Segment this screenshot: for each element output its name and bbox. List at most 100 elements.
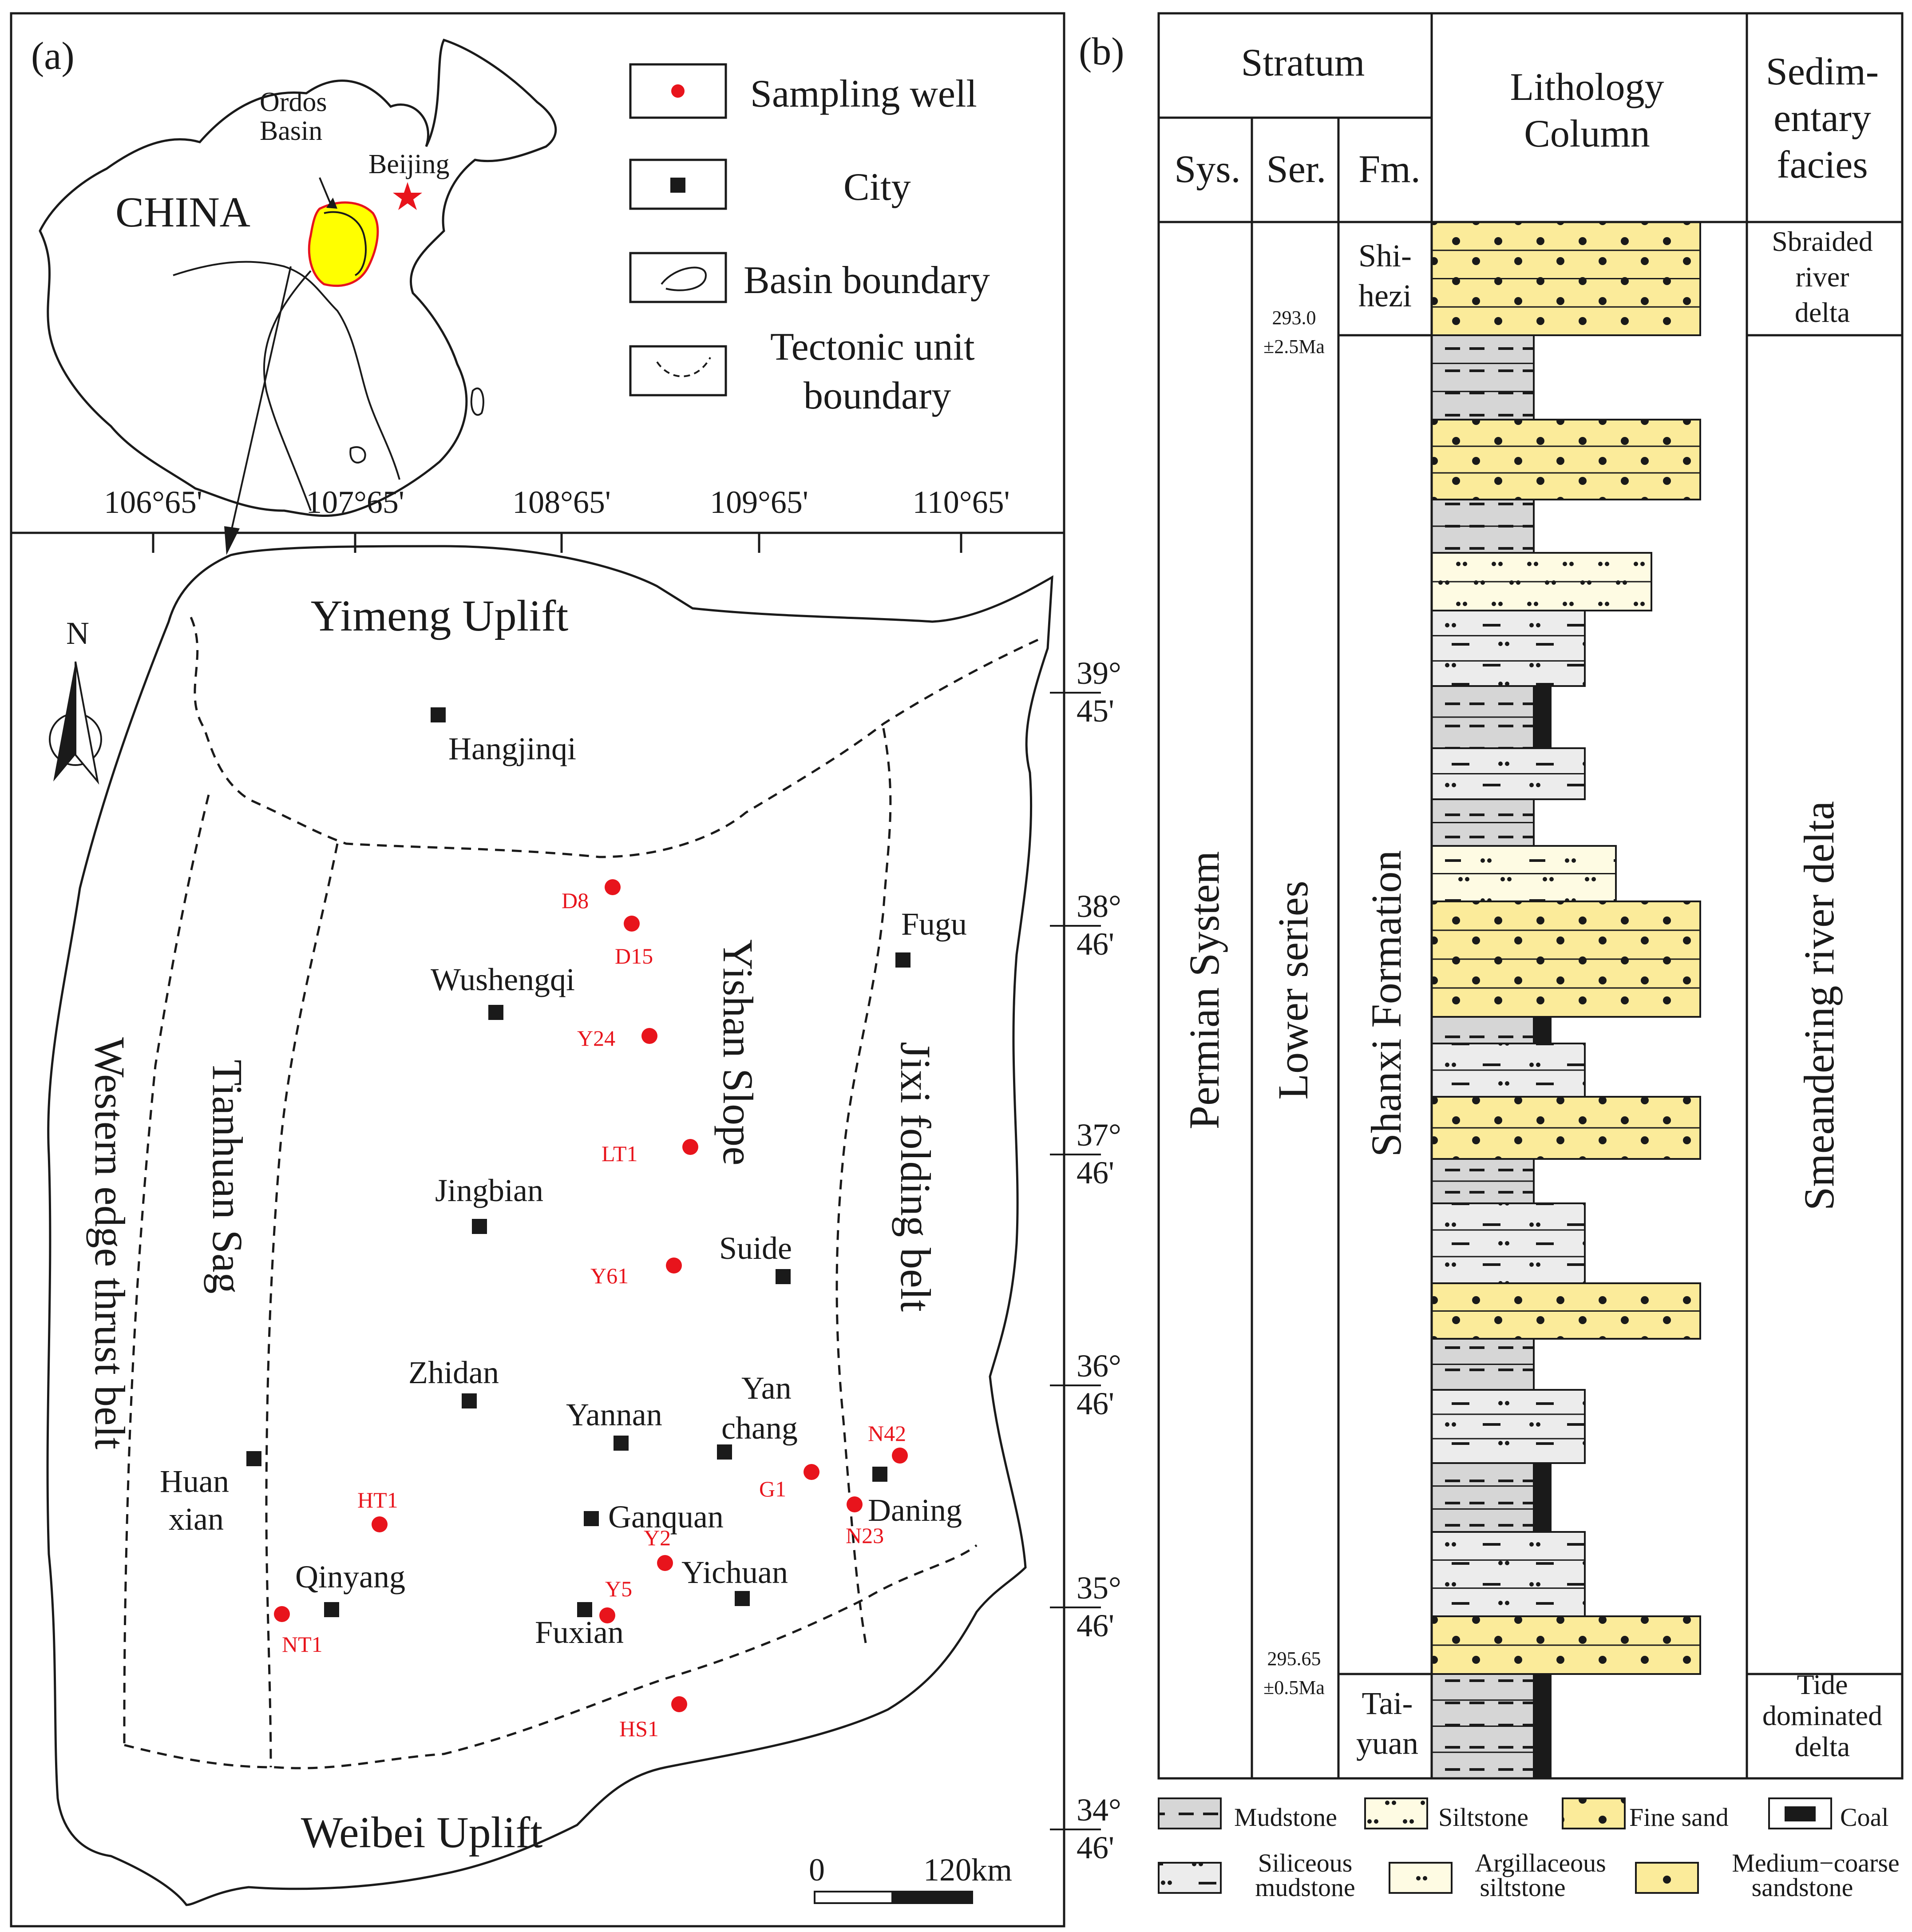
- city-suide: Suide: [719, 1230, 792, 1266]
- legend-medium-coarse-2: sandstone: [1752, 1873, 1853, 1902]
- panel-a-frame: [10, 12, 1065, 1928]
- city-marker-icon: [246, 1451, 261, 1466]
- tectonic-boundary-yimeng: [190, 616, 1040, 858]
- city-daning: Daning: [868, 1492, 962, 1528]
- scale-end: 120km: [923, 1852, 1012, 1888]
- coal-seam: [1534, 1463, 1552, 1532]
- legend-medium-coarse-swatch: [1635, 1862, 1699, 1894]
- tectonic-boundary-western: [123, 794, 210, 1746]
- formation-taiyuan-2: yuan: [1356, 1726, 1418, 1761]
- well-marker-icon: [605, 879, 621, 895]
- well-marker-icon: [666, 1258, 682, 1273]
- well-y2: Y2: [644, 1525, 671, 1550]
- china-internal-boundary-2: [263, 270, 312, 511]
- legend-label-well: Sampling well: [750, 72, 977, 115]
- legend-siliceous-1: Siliceous: [1258, 1849, 1353, 1877]
- age-29565-1: 295.65: [1267, 1648, 1321, 1670]
- longitude-axis: 106°65' 107°65' 108°65' 109°65' 110°65': [104, 484, 1010, 553]
- legend-coal: Coal: [1840, 1803, 1889, 1832]
- well-n23: N23: [846, 1523, 884, 1548]
- city-marker-icon: [895, 952, 910, 968]
- zoom-pointer-line: [230, 266, 292, 533]
- stratigraphic-table-grid: [1157, 12, 1904, 1780]
- legend-medium-coarse-1: Medium−coarse: [1732, 1849, 1899, 1877]
- map-legend: Sampling well City Basin boundary Tecton…: [629, 63, 990, 417]
- facies-braided-1: Sbraided: [1772, 226, 1873, 257]
- legend-siliceous-mudstone-swatch: [1158, 1862, 1222, 1894]
- lithology-bed: [1431, 1016, 1535, 1044]
- header-facies-1: Sedim-: [1766, 50, 1879, 93]
- well-nt1: NT1: [282, 1632, 323, 1657]
- well-marker-icon: [657, 1555, 673, 1571]
- legend-label-basin: Basin boundary: [744, 259, 990, 302]
- lon-tick-107: 107°65': [306, 484, 404, 520]
- inset-basin-label-1: Ordos: [260, 87, 327, 117]
- hainan-island: [349, 446, 366, 464]
- lat-tick-34-deg: 34°: [1077, 1792, 1121, 1828]
- well-d8: D8: [562, 888, 589, 913]
- lithology-bed: [1431, 1389, 1586, 1464]
- well-ht1: HT1: [357, 1488, 398, 1512]
- legend-fine-sand-swatch: [1562, 1797, 1626, 1829]
- tectonic-boundary-weibei: [124, 1544, 978, 1769]
- age-293-1: 293.0: [1272, 307, 1316, 329]
- facies-meandering: Smeandering river delta: [1795, 801, 1843, 1210]
- lithology-bed: [1431, 1531, 1586, 1617]
- city-marker-icon: [431, 707, 446, 722]
- city-marker-icon: [577, 1602, 592, 1617]
- legend-argillaceous-swatch: [1389, 1862, 1453, 1894]
- lithology-bed: [1431, 610, 1586, 687]
- city-yanchang-1: Yan: [741, 1370, 792, 1406]
- lat-tick-37-deg: 37°: [1077, 1117, 1121, 1153]
- legend-box-city: [629, 159, 727, 210]
- city-marker-icon: [735, 1591, 750, 1606]
- lat-tick-34-min: 46': [1077, 1830, 1114, 1865]
- inset-basin-label-2: Basin: [260, 116, 322, 146]
- capital-star-icon: [393, 182, 422, 210]
- city-ganquan: Ganquan: [608, 1499, 724, 1535]
- header-lithology-2: Column: [1524, 112, 1650, 155]
- tectonic-boundary-jixi: [835, 728, 892, 1643]
- city-yannan: Yannan: [566, 1397, 662, 1432]
- scale-start: 0: [809, 1852, 825, 1888]
- city-marker-icon: [614, 1436, 629, 1451]
- lat-tick-37-min: 46': [1077, 1155, 1114, 1190]
- age-29565-2: ±0.5Ma: [1263, 1677, 1325, 1698]
- city-marker-icon: [472, 1219, 487, 1234]
- well-g1: G1: [759, 1476, 786, 1501]
- formation-shanxi: Shanxi Formation: [1362, 850, 1410, 1157]
- unit-jixi-folding-belt: Jixi folding belt: [892, 1042, 939, 1312]
- well-y24: Y24: [577, 1026, 615, 1051]
- city-jingbian: Jingbian: [435, 1173, 543, 1208]
- lon-tick-109: 109°65': [710, 484, 808, 520]
- city-marker-icon: [776, 1269, 791, 1284]
- lat-tick-39-min: 45': [1077, 693, 1114, 729]
- formation-shihezi-2: hezi: [1358, 278, 1412, 313]
- system-permian: Permian System: [1180, 851, 1228, 1130]
- sampling-wells: D8 D15 Y24 LT1 Y61 N42 G1 N23 HT1 Y2 Y5 …: [274, 879, 908, 1741]
- china-internal-boundary-1: [173, 261, 400, 480]
- legend-label-tectonic-2: boundary: [804, 374, 951, 417]
- lat-tick-38-min: 46': [1077, 926, 1114, 962]
- legend-fine-sand: Fine sand: [1629, 1803, 1729, 1832]
- legend-argillaceous-2: siltstone: [1480, 1873, 1565, 1902]
- city-yichuan: Yichuan: [681, 1555, 788, 1590]
- legend-mudstone: Mudstone: [1234, 1803, 1337, 1832]
- unit-tianhuan-sag: Tianhuan Sag: [204, 1059, 251, 1293]
- legend-tectonic-boundary-icon: [656, 357, 711, 377]
- city-marker-icon: [584, 1511, 599, 1526]
- panel-b-label: (b): [1079, 30, 1124, 73]
- north-arrow-icon: N: [49, 615, 102, 785]
- header-lithology-1: Lithology: [1510, 66, 1664, 109]
- legend-city-icon: [670, 178, 685, 193]
- basin-boundary: [46, 545, 1053, 1906]
- lon-tick-106: 106°65': [104, 484, 202, 520]
- unit-yimeng-uplift: Yimeng Uplift: [311, 591, 569, 640]
- city-huanxian-2: xian: [169, 1501, 224, 1537]
- tectonic-boundary-tianhuan: [265, 843, 339, 1768]
- well-lt1: LT1: [602, 1141, 638, 1166]
- lon-tick-110: 110°65': [912, 484, 1009, 520]
- header-facies-2: entary: [1773, 97, 1871, 140]
- legend-siltstone-swatch: [1364, 1797, 1428, 1829]
- lat-tick-38-deg: 38°: [1077, 889, 1121, 924]
